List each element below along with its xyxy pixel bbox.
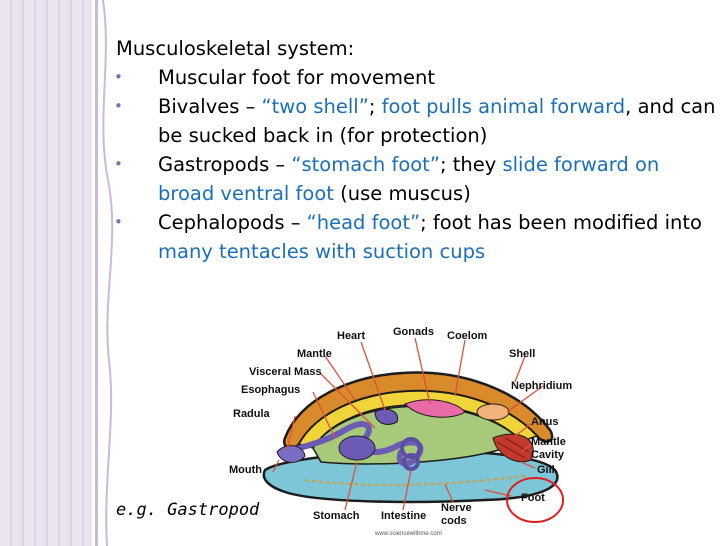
label-nerve-cords-line1: Nerve — [441, 502, 472, 514]
stomach-shape — [338, 435, 376, 461]
nerve-cords-shape — [304, 475, 526, 486]
highlighted-text: “stomach foot” — [291, 153, 440, 176]
foot-highlight-circle — [506, 477, 564, 523]
label-gonads: Gonads — [393, 326, 434, 338]
label-mouth: Mouth — [229, 464, 262, 476]
highlighted-text: foot pulls animal forward — [381, 95, 626, 118]
highlighted-text: many tentacles with suction cups — [158, 240, 486, 263]
label-stomach: Stomach — [313, 510, 360, 522]
decorative-left-band — [0, 0, 92, 546]
highlighted-text: “two shell” — [261, 95, 369, 118]
label-intestine: Intestine — [381, 510, 427, 522]
pointer-lines — [272, 337, 544, 511]
nephridium-shape — [476, 403, 510, 421]
slide-heading: Musculoskeletal system: — [116, 37, 355, 60]
bullet-marker: • — [114, 68, 123, 86]
bullet-text: ; foot has been modified into — [420, 211, 702, 234]
highlighted-text: slide forward on broad ventral foot — [158, 153, 660, 205]
label-nerve-cords-line2: cods — [441, 515, 467, 527]
radula-shape — [276, 445, 306, 463]
label-foot: Foot — [521, 492, 545, 504]
label-shell: Shell — [509, 348, 536, 360]
label-nephridium: Nephridium — [511, 380, 573, 392]
bullet-item: • Muscular foot for movement — [114, 63, 716, 92]
bullet-item: • Gastropods – “stomach foot”; they slide… — [114, 150, 716, 208]
label-visceral-mass: Visceral Mass — [249, 366, 322, 378]
label-gill: Gill — [537, 464, 555, 476]
image-credit: www.sciencewithme.com — [375, 531, 442, 537]
bullet-marker: • — [114, 213, 123, 231]
bullet-item: • Bivalves – “two shell”; foot pulls anim… — [114, 92, 716, 150]
bullet-text: Muscular foot for movement — [158, 66, 436, 89]
label-mantle-cavity-line2: Cavity — [531, 449, 565, 461]
label-radula: Radula — [233, 408, 270, 420]
label-heart: Heart — [337, 330, 366, 342]
gonads-shape — [404, 399, 466, 418]
decorative-divider — [95, 0, 98, 546]
bullet-text: Bivalves – — [158, 95, 262, 118]
label-anus: Anus — [531, 416, 559, 428]
bullet-text: (use muscus) — [333, 182, 471, 205]
intestine-coil — [402, 453, 420, 471]
highlighted-text: “head foot” — [306, 211, 421, 234]
decorative-swirl — [102, 0, 114, 546]
bullet-text: Gastropods – — [158, 153, 292, 176]
bullet-item: • Cephalopods – “head foot”; foot has bee… — [114, 208, 716, 266]
label-mantle: Mantle — [297, 348, 332, 360]
label-esophagus: Esophagus — [241, 384, 301, 396]
gastropod-anatomy-diagram: Heart Gonads Coelom Mantle Shell Viscera… — [225, 320, 625, 542]
bullet-marker: • — [114, 97, 123, 115]
bullet-text: ; — [368, 95, 382, 118]
bullet-marker: • — [114, 155, 123, 173]
label-mantle-cavity-line1: Mantle — [531, 436, 566, 448]
bullet-text: ; they — [439, 153, 503, 176]
bullet-list: • Muscular foot for movement • Bivalves – “… — [114, 63, 716, 266]
bullet-text: , and can be sucked back in (for protect… — [158, 95, 716, 147]
label-coelom: Coelom — [447, 330, 488, 342]
anatomy-illustration — [262, 337, 564, 523]
bullet-text: Cephalopods – — [158, 211, 307, 234]
gill-shape — [492, 433, 534, 463]
slide-content: Musculoskeletal system: • Muscular foot f… — [114, 34, 716, 266]
example-caption: e.g. Gastropod — [116, 500, 260, 520]
